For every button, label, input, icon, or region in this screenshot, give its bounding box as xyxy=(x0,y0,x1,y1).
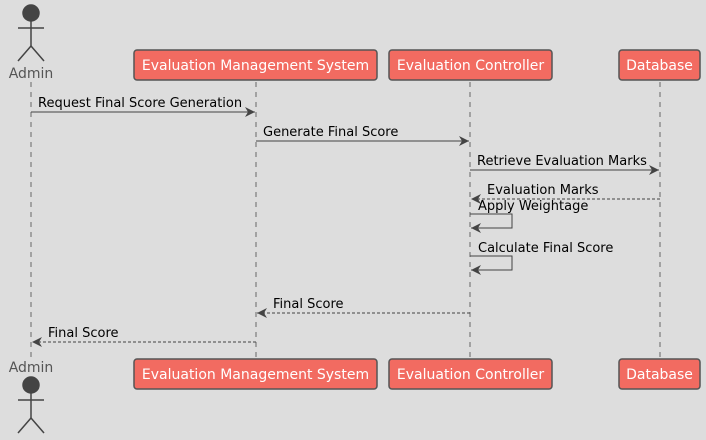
message-label: Apply Weightage xyxy=(478,199,588,214)
actor-figure-icon xyxy=(17,376,45,434)
participant-label: Evaluation Management System xyxy=(142,58,369,74)
message-6: Calculate Final Score xyxy=(470,241,613,275)
self-message-arrow xyxy=(470,213,513,233)
message-1: Request Final Score Generation xyxy=(31,96,255,117)
actor-admin-top: Admin xyxy=(9,4,54,82)
participant-box xyxy=(133,49,378,81)
participant-db-top: Database xyxy=(618,49,701,81)
participant-box xyxy=(388,358,553,390)
message-label: Retrieve Evaluation Marks xyxy=(477,154,647,169)
participant-box xyxy=(388,49,553,81)
participant-ctrl-top: Evaluation Controller xyxy=(388,49,553,81)
participant-ems-top: Evaluation Management System xyxy=(133,49,378,81)
participant-label: Database xyxy=(626,367,693,383)
message-label: Final Score xyxy=(48,326,119,341)
message-label: Generate Final Score xyxy=(263,125,398,140)
actor-label: Admin xyxy=(9,360,54,376)
participant-label: Evaluation Controller xyxy=(397,367,544,383)
message-4: Evaluation Marks xyxy=(471,183,660,204)
self-message-arrow xyxy=(470,255,513,275)
message-label: Calculate Final Score xyxy=(478,241,613,256)
participant-box xyxy=(618,358,701,390)
participant-ems-bottom: Evaluation Management System xyxy=(133,358,378,390)
message-label: Evaluation Marks xyxy=(487,183,599,198)
message-7: Final Score xyxy=(257,297,470,318)
participant-label: Evaluation Management System xyxy=(142,367,369,383)
actor-label: Admin xyxy=(9,66,54,82)
message-8: Final Score xyxy=(32,326,256,347)
actor-admin-bottom: Admin xyxy=(9,360,54,434)
message-5: Apply Weightage xyxy=(470,199,588,233)
message-label: Request Final Score Generation xyxy=(38,96,242,111)
message-2: Generate Final Score xyxy=(256,125,469,146)
participant-ctrl-bottom: Evaluation Controller xyxy=(388,358,553,390)
participant-label: Evaluation Controller xyxy=(397,58,544,74)
participant-box xyxy=(618,49,701,81)
message-3: Retrieve Evaluation Marks xyxy=(470,154,659,175)
message-label: Final Score xyxy=(273,297,344,312)
actor-figure-icon xyxy=(17,4,45,62)
participant-db-bottom: Database xyxy=(618,358,701,390)
participant-label: Database xyxy=(626,58,693,74)
participant-box xyxy=(133,358,378,390)
